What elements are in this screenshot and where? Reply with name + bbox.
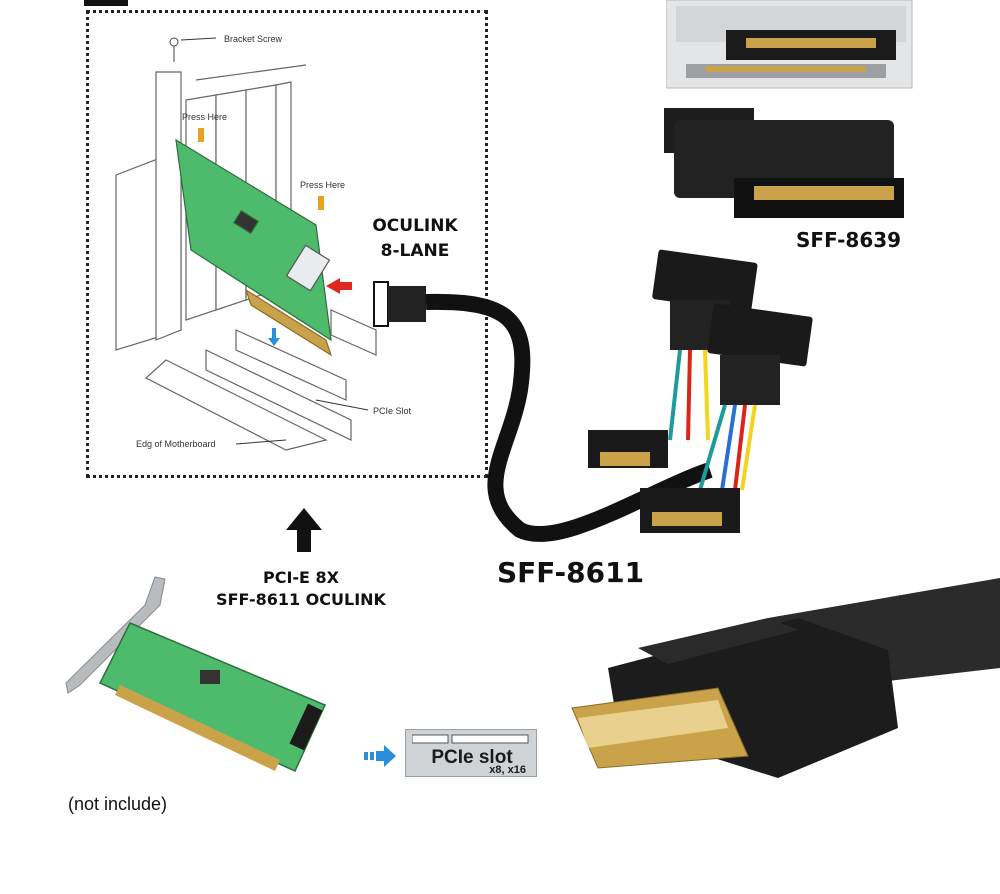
sff8611-label: SFF-8611 xyxy=(497,556,645,589)
pcie-card xyxy=(175,138,333,357)
flat-cable xyxy=(425,293,713,543)
pcie-slots xyxy=(144,309,377,451)
sff8611-plug-photo xyxy=(571,578,1000,778)
pcie-8x-line1: PCI-E 8X xyxy=(262,568,340,587)
sff8639-photo xyxy=(664,108,904,218)
press-marker-1 xyxy=(198,128,204,142)
not-include-note: (not include) xyxy=(68,794,168,814)
pcie-8x-label: PCI-E 8X SFF-8611 OCULINK xyxy=(206,567,396,611)
press-here-label-2: Press Here xyxy=(300,180,345,190)
cable-assembly xyxy=(373,249,813,543)
up-arrow-icon xyxy=(286,508,322,552)
sff8639-label: SFF-8639 xyxy=(796,228,902,252)
slot-pins-graphic xyxy=(412,734,529,744)
right-arrow-icon xyxy=(364,745,396,767)
pcie-slot-small-label: PCIe Slot xyxy=(373,406,412,416)
edge-of-motherboard-label: Edg of Motherboard xyxy=(136,439,216,449)
pcie-slot-title: PCIe slot xyxy=(431,747,513,768)
top-edge-mark xyxy=(84,0,128,6)
press-marker-2 xyxy=(318,196,324,210)
sff8639-connector-lower xyxy=(640,303,813,533)
installation-diagram-frame xyxy=(86,10,488,478)
installation-diagram: Bracket Screw Press Here Press Here PCIe… xyxy=(115,34,412,451)
bracket-screw-label: Bracket Screw xyxy=(224,34,283,44)
pcie-slot-badge: PCIe slot x8, x16 xyxy=(405,729,537,777)
oculink-label: OCULINK 8-LANE xyxy=(360,214,470,264)
pcie-adapter-card-photo xyxy=(65,576,327,772)
pcie-8x-line2: SFF-8611 OCULINK xyxy=(216,590,386,609)
blue-arrow-icon xyxy=(268,328,280,346)
pcie-slot-subtitle: x8, x16 xyxy=(489,764,526,776)
red-arrow-icon xyxy=(326,278,352,294)
press-here-label-1: Press Here xyxy=(182,112,227,122)
sff8639-connector-upper xyxy=(588,249,758,468)
oculink-line1: OCULINK xyxy=(372,216,458,236)
oculink-line2: 8-LANE xyxy=(380,241,450,261)
oculink-plug-tip xyxy=(373,281,389,327)
drive-photo xyxy=(666,0,913,89)
oculink-plug-body xyxy=(388,286,426,322)
bracket-screw-icon xyxy=(169,37,179,62)
